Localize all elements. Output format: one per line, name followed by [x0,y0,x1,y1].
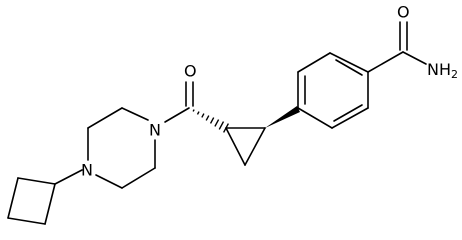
nh2-subscript: 2 [451,68,458,81]
bond [333,104,363,122]
solid-wedge-bond [265,106,300,128]
amide-oxygen-label: O [397,3,410,22]
hash-line [209,117,215,124]
bond [54,169,83,185]
bond [335,59,363,76]
hash-line [196,111,200,115]
bond [402,51,427,65]
nh-label: NH [427,60,451,79]
ketone-double-bond [185,81,194,107]
amide-double-bond [399,21,408,51]
benzene-ring [297,52,369,129]
nh2-label: NH2 [427,60,458,81]
hash-line [192,109,195,112]
bond [164,107,190,123]
hashed-wedge-bond [192,109,229,133]
bond [121,167,156,189]
bond [7,177,19,219]
bond [7,217,46,225]
bond [95,174,123,189]
hash-line [218,121,225,130]
bond [329,52,369,73]
bond [17,177,56,185]
bond [44,183,56,225]
cyclopropane-ring [225,127,266,166]
bond [297,52,331,73]
bond [225,127,246,166]
bond [87,107,123,129]
bond [121,107,149,121]
cyclobutane-ring [7,177,56,225]
amide-nitrogen-label: N [149,121,161,140]
bond [331,107,369,129]
bond [244,127,266,166]
hash-line [214,119,220,127]
bond [367,51,404,73]
molecule-structure: O N N O NH2 [7,3,458,225]
piperazine-ring [87,107,156,189]
ketone-oxygen-label: O [184,62,197,81]
hash-line [205,115,210,121]
cyclobutyl-nitrogen-label: N [81,161,93,180]
bond [297,107,333,129]
hash-line [201,113,205,118]
